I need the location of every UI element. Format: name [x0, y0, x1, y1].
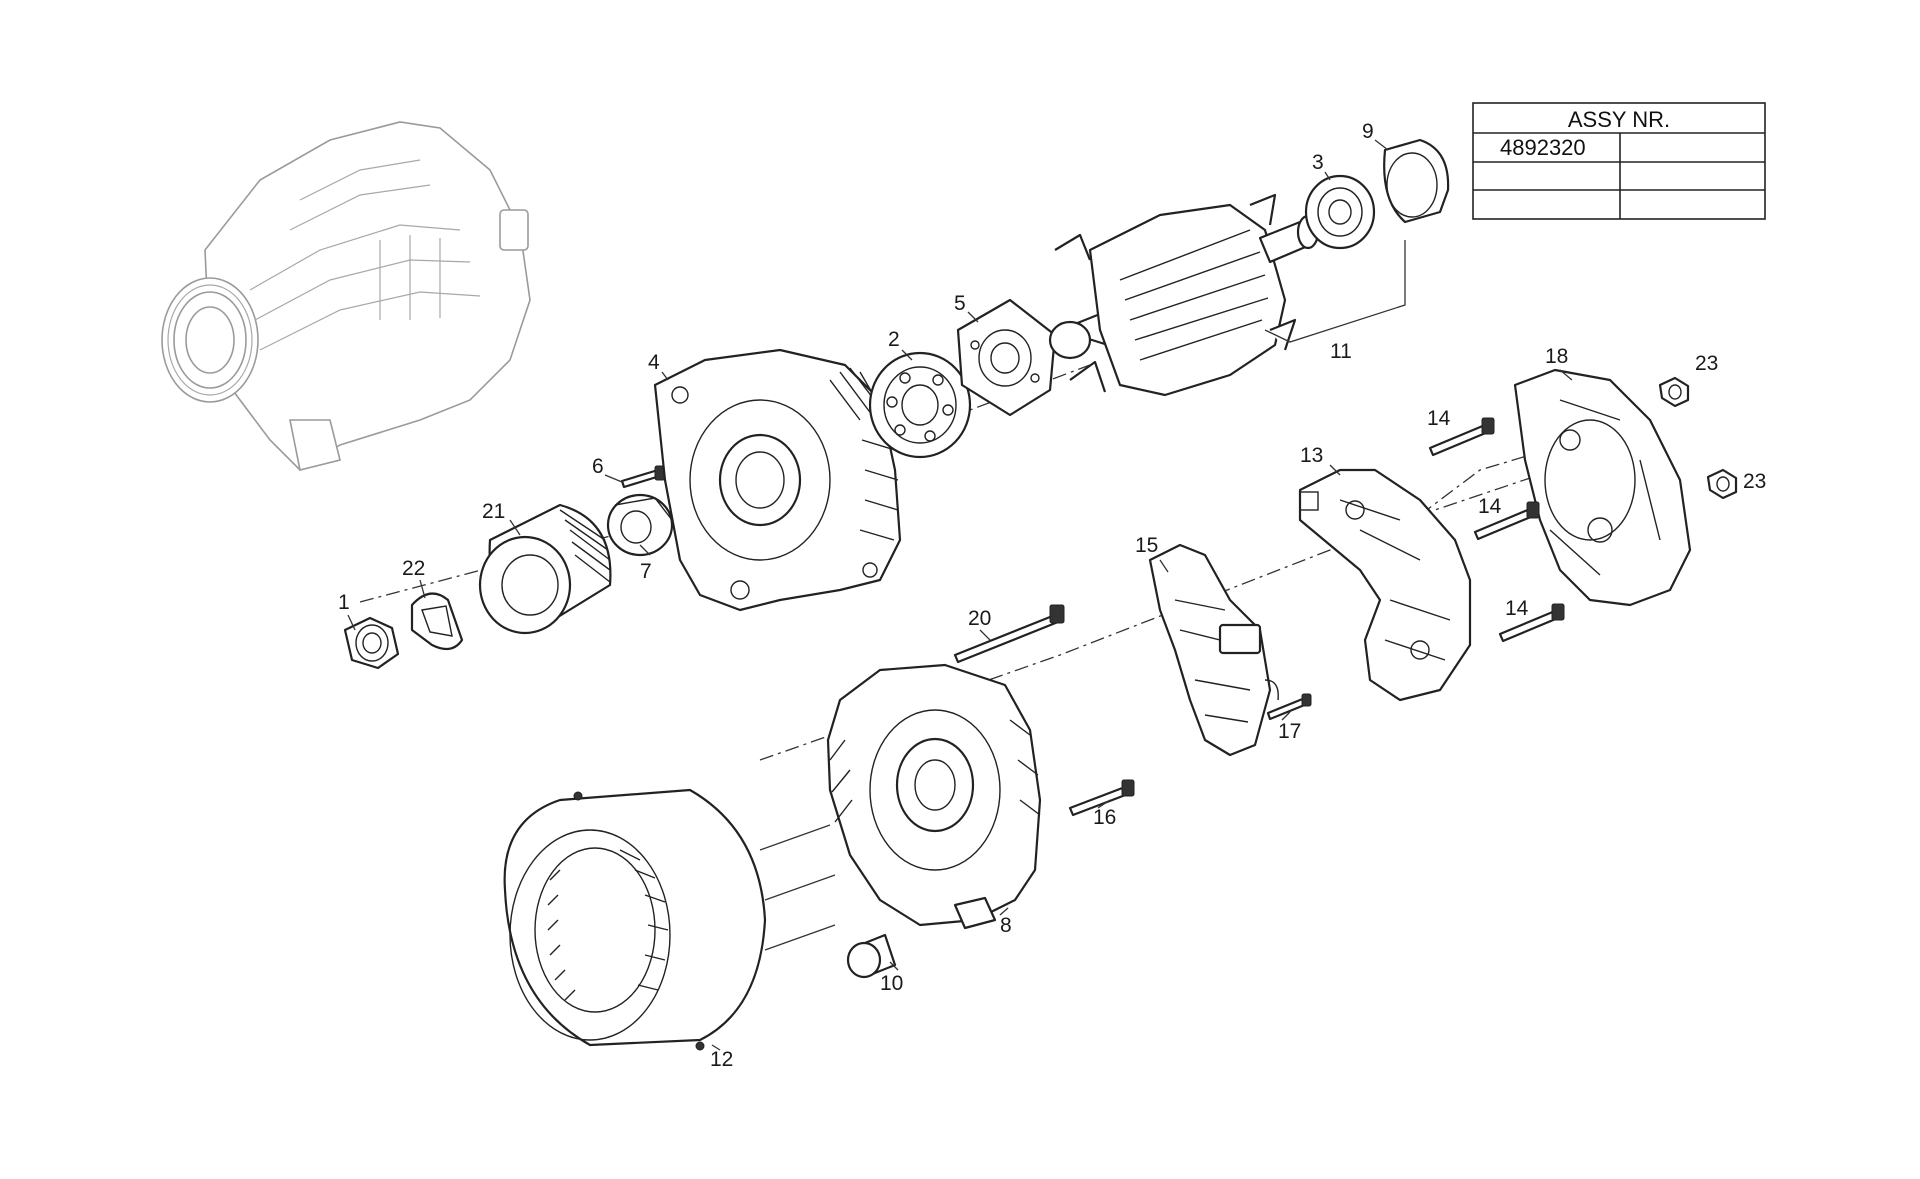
callout-label: 17 [1278, 720, 1301, 743]
rectifier [1298, 468, 1472, 702]
table-header: ASSY NR. [1568, 107, 1670, 132]
bearing-cap [1383, 138, 1450, 224]
bearing-2 [868, 351, 972, 459]
protective-cover [1513, 368, 1692, 607]
callout-label: 4 [648, 351, 660, 374]
callout-label: 14 [1505, 597, 1529, 620]
screw-14-upper [1428, 417, 1495, 457]
callout-label: 16 [1093, 806, 1116, 829]
bearing-3 [1304, 174, 1376, 250]
callout-label: 2 [888, 328, 900, 351]
nut-23-upper [1658, 376, 1690, 408]
callout-label: 21 [482, 500, 505, 523]
screw-14-middle [1473, 501, 1540, 541]
callout-label: 11 [1330, 340, 1352, 363]
callout-label: 8 [1000, 914, 1012, 937]
rotor [1048, 193, 1406, 397]
callout-label: 20 [968, 607, 991, 630]
assembly-number-table: ASSY NR. 4892320 [1472, 102, 1766, 220]
callout-label: 22 [402, 557, 425, 580]
callout-label: 14 [1427, 407, 1451, 430]
callout-label: 23 [1695, 352, 1718, 375]
callout-label: 6 [592, 455, 604, 478]
through-bolt-20 [953, 604, 1065, 664]
callout-label: 18 [1545, 345, 1568, 368]
bushing [846, 933, 897, 979]
callout-label: 9 [1362, 120, 1374, 143]
leader-lines [347, 139, 1573, 1051]
slip-ring-end-shield [826, 663, 1042, 930]
tapered-washer [410, 592, 464, 651]
stator [503, 788, 836, 1051]
screw-6 [620, 465, 666, 489]
callout-label: 23 [1743, 470, 1766, 493]
callout-label: 14 [1478, 495, 1502, 518]
callout-label: 13 [1300, 444, 1323, 467]
screw-14-lower [1498, 603, 1565, 643]
callout-label: 7 [640, 560, 652, 583]
nut [343, 616, 400, 670]
callout-label: 10 [880, 972, 903, 995]
callout-label: 1 [338, 591, 350, 614]
drive-end-shield [653, 348, 902, 612]
callout-label: 5 [954, 292, 966, 315]
callout-label: 15 [1135, 534, 1158, 557]
table-cell: 4892320 [1500, 135, 1586, 160]
callout-labels: 1 2 3 4 5 6 7 8 9 10 11 12 13 14 14 14 1… [338, 120, 1766, 1071]
callout-label: 3 [1312, 151, 1324, 174]
pulley [478, 503, 612, 635]
voltage-regulator [1148, 543, 1279, 757]
bolt-16 [1068, 779, 1135, 817]
nut-23-lower [1706, 468, 1738, 500]
assembled-alternator-illustration [161, 121, 531, 472]
screw-17 [1266, 693, 1312, 721]
callout-label: 12 [710, 1048, 733, 1071]
spacer [606, 493, 674, 557]
bearing-retainer-plate [956, 298, 1057, 417]
